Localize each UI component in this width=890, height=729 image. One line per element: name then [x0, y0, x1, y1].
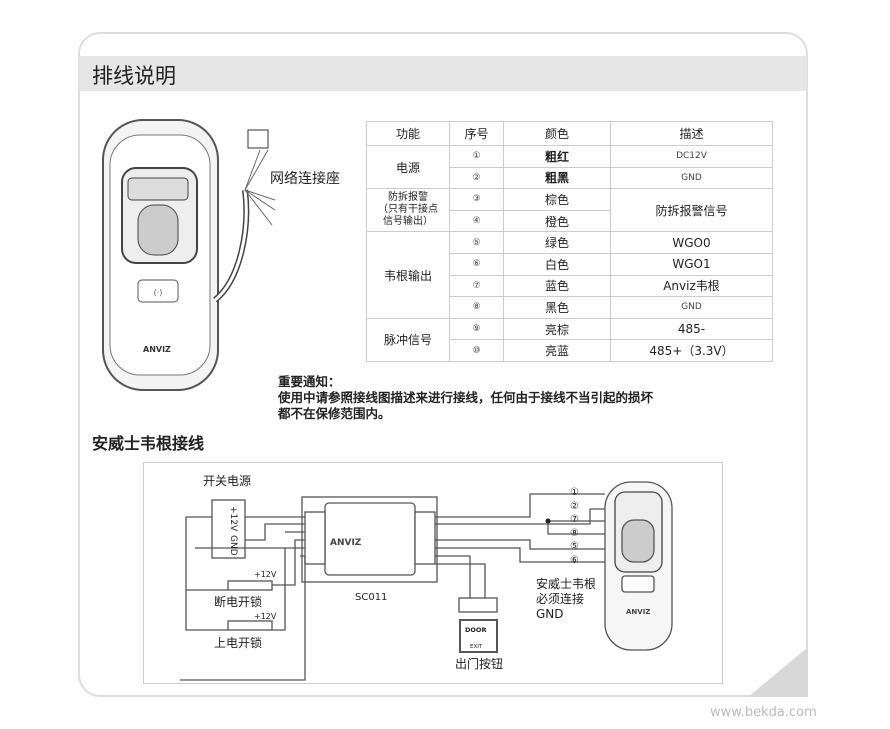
- controller-model: SC011: [355, 592, 388, 603]
- exit-button-label: 出门按钮: [455, 657, 504, 671]
- header-description: 描述: [610, 121, 773, 146]
- notice-line: 都不在保修范围内。: [278, 406, 391, 421]
- svg-text:(·): (·): [154, 288, 163, 297]
- power-pin-12v: +12V: [228, 506, 238, 532]
- header-number: 序号: [449, 121, 504, 146]
- device-logo: ANVIZ: [143, 345, 171, 354]
- connector-label: 网络连接座: [270, 171, 340, 187]
- exit-text: EXIT: [470, 644, 483, 650]
- notice-line: 使用中请参照接线图描述来进行接线，任何由于接线不当引起的损坏: [278, 390, 654, 405]
- controller-logo: ANVIZ: [330, 538, 362, 548]
- header-color: 颜色: [503, 121, 611, 146]
- lock1-voltage: +12V: [254, 570, 277, 579]
- wiring-diagram-frame: [143, 462, 723, 684]
- power-label: 开关电源: [203, 474, 252, 488]
- wiring-title: 安威士韦根接线: [92, 434, 205, 453]
- lock1-label: 断电开锁: [214, 595, 263, 609]
- lock2-label: 上电开锁: [214, 636, 263, 650]
- reader-logo: ANVIZ: [626, 608, 650, 616]
- page-title: 排线说明: [92, 64, 176, 88]
- content-panel: [78, 32, 808, 697]
- header-function: 功能: [366, 121, 450, 146]
- door-text: DOOR: [465, 626, 486, 634]
- notice-title: 重要通知：: [278, 374, 341, 389]
- power-pin-gnd: GND: [228, 535, 238, 556]
- notice: 重要通知： 使用中请参照接线图描述来进行接线，任何由于接线不当引起的损坏 都不在…: [278, 374, 653, 422]
- lock2-voltage: +12V: [254, 612, 277, 621]
- page-curl: [748, 647, 808, 697]
- title-bar: [79, 56, 807, 91]
- watermark: www.bekda.com: [710, 705, 817, 720]
